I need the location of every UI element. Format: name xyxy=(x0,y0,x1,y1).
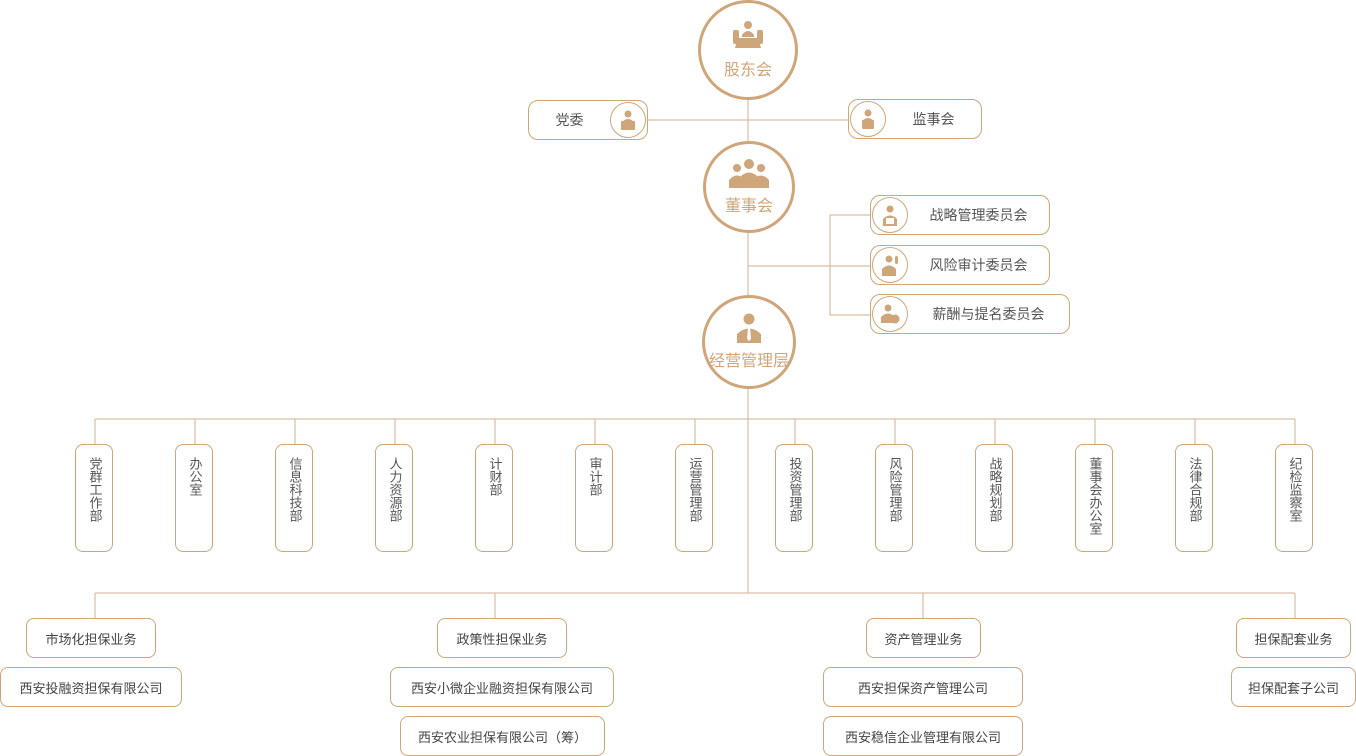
payroll-icon xyxy=(872,296,908,332)
department-box: 法律合规部 xyxy=(1175,444,1213,552)
company-label: 西安稳信企业管理有限公司 xyxy=(844,730,1001,746)
department-box: 运营管理部 xyxy=(675,444,713,552)
party-committee-node: 党委 xyxy=(528,100,648,140)
department-label: 投资管理部 xyxy=(786,457,802,522)
supervisory-board-node: 监事会 xyxy=(848,99,982,139)
company-label: 西安小微企业融资担保有限公司 xyxy=(410,681,593,697)
business-line-box: 担保配套业务 xyxy=(1236,618,1351,658)
business-line-label: 市场化担保业务 xyxy=(45,632,137,648)
company-label: 西安担保资产管理公司 xyxy=(857,681,988,697)
committee-compensation-node: 薪酬与提名委员会 xyxy=(870,294,1070,334)
company-box: 西安投融资担保有限公司 xyxy=(0,667,182,707)
department-box: 计财部 xyxy=(475,444,513,552)
party-committee-label: 党委 xyxy=(555,113,584,129)
company-box: 西安稳信企业管理有限公司 xyxy=(823,716,1023,756)
department-label: 战略规划部 xyxy=(986,457,1002,522)
department-label: 党群工作部 xyxy=(86,457,102,522)
podium-speaker-icon xyxy=(850,101,886,137)
management-node: 经营管理层 xyxy=(702,295,796,389)
shareholders-node: 股东会 xyxy=(698,0,798,100)
meeting-table-icon xyxy=(733,21,763,48)
business-line-box: 政策性担保业务 xyxy=(437,618,567,658)
business-line-label: 资产管理业务 xyxy=(884,632,963,648)
business-line-label: 担保配套业务 xyxy=(1254,632,1333,648)
department-box: 审计部 xyxy=(575,444,613,552)
department-box: 投资管理部 xyxy=(775,444,813,552)
department-box: 人力资源部 xyxy=(375,444,413,552)
department-box: 办公室 xyxy=(175,444,213,552)
department-label: 办公室 xyxy=(186,457,202,496)
department-label: 运营管理部 xyxy=(686,457,702,522)
committee-label: 风险审计委员会 xyxy=(929,258,1028,274)
department-box: 战略规划部 xyxy=(975,444,1013,552)
department-label: 人力资源部 xyxy=(386,457,402,522)
board-label: 董事会 xyxy=(724,196,773,215)
department-box: 纪检监察室 xyxy=(1275,444,1313,552)
company-box: 西安农业担保有限公司（筹） xyxy=(400,716,605,756)
company-label: 担保配套子公司 xyxy=(1247,681,1339,697)
committee-risk-audit-node: 风险审计委员会 xyxy=(870,245,1050,285)
company-box: 西安担保资产管理公司 xyxy=(823,667,1023,707)
committee-strategy-node: 战略管理委员会 xyxy=(870,195,1050,235)
business-line-box: 市场化担保业务 xyxy=(26,618,156,658)
speaker-icon xyxy=(872,247,908,283)
group-people-icon xyxy=(729,159,769,188)
department-box: 董事会办公室 xyxy=(1075,444,1113,552)
company-box: 担保配套子公司 xyxy=(1231,667,1356,707)
company-label: 西安投融资担保有限公司 xyxy=(19,681,163,697)
department-box: 党群工作部 xyxy=(75,444,113,552)
company-label: 西安农业担保有限公司（筹） xyxy=(417,730,587,746)
shareholders-label: 股东会 xyxy=(723,60,772,79)
management-label: 经营管理层 xyxy=(708,351,789,370)
committee-label: 薪酬与提名委员会 xyxy=(932,307,1045,323)
department-label: 计财部 xyxy=(486,457,502,496)
department-label: 董事会办公室 xyxy=(1086,457,1102,535)
department-label: 风险管理部 xyxy=(886,457,902,522)
supervisory-board-label: 监事会 xyxy=(912,112,955,128)
board-node: 董事会 xyxy=(703,141,795,233)
business-line-box: 资产管理业务 xyxy=(866,618,981,658)
podium-speaker-icon xyxy=(610,102,646,138)
business-line-label: 政策性担保业务 xyxy=(456,632,548,648)
company-box: 西安小微企业融资担保有限公司 xyxy=(390,667,614,707)
department-box: 信息科技部 xyxy=(275,444,313,552)
department-box: 风险管理部 xyxy=(875,444,913,552)
department-label: 信息科技部 xyxy=(286,457,302,522)
manager-icon xyxy=(737,313,761,343)
department-label: 法律合规部 xyxy=(1186,457,1202,522)
reader-icon xyxy=(872,197,908,233)
department-label: 纪检监察室 xyxy=(1286,457,1302,522)
department-label: 审计部 xyxy=(586,457,602,496)
committee-label: 战略管理委员会 xyxy=(929,208,1028,224)
